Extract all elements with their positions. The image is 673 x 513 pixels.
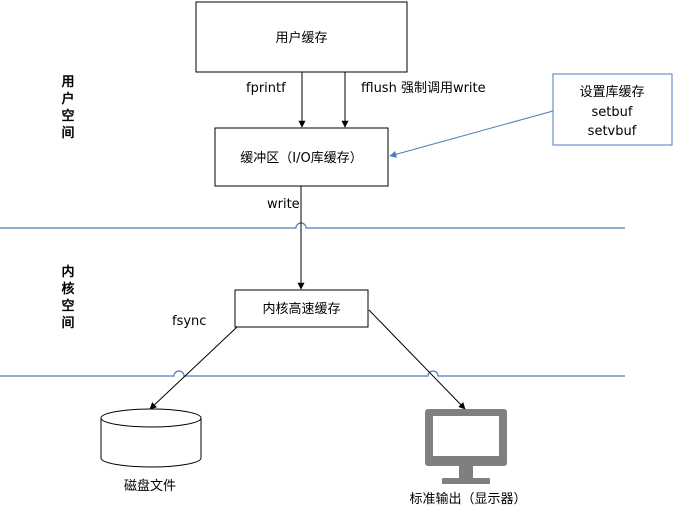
library-note-line1: 设置库缓存 (579, 84, 644, 100)
stdout-arrow (368, 309, 466, 410)
library-note-line3: setvbuf (588, 124, 637, 139)
kernel-cache-box: 内核高速缓存 (234, 289, 369, 328)
kernel-cache-label: 内核高速缓存 (262, 301, 340, 317)
disk-cylinder-icon (100, 408, 202, 468)
user-space-label: 用户空间 (61, 75, 75, 141)
write-label: write (267, 197, 300, 212)
io-buffer-box: 缓冲区（I/O库缓存） (214, 127, 389, 187)
user-kernel-boundary-line (0, 222, 625, 229)
kernel-space-label: 内核空间 (61, 265, 75, 331)
user-buffer-label: 用户缓存 (275, 30, 327, 46)
monitor-icon (425, 409, 507, 484)
io-buffer-label: 缓冲区（I/O库缓存） (240, 150, 362, 166)
user-buffer-box: 用户缓存 (195, 1, 408, 73)
library-note-line2: setbuf (592, 105, 633, 120)
stdout-label: 标准输出（显示器） (409, 491, 526, 507)
disk-file-label: 磁盘文件 (124, 478, 176, 494)
library-note-arrow (389, 110, 554, 158)
kernel-device-boundary-line (0, 370, 625, 377)
library-settings-note: 设置库缓存 setbuf setvbuf (552, 73, 673, 146)
fflush-label: fflush 强制调用write (361, 81, 486, 96)
fsync-arrow (149, 326, 238, 410)
fsync-label: fsync (172, 314, 206, 329)
fprintf-label: fprintf (246, 81, 286, 96)
